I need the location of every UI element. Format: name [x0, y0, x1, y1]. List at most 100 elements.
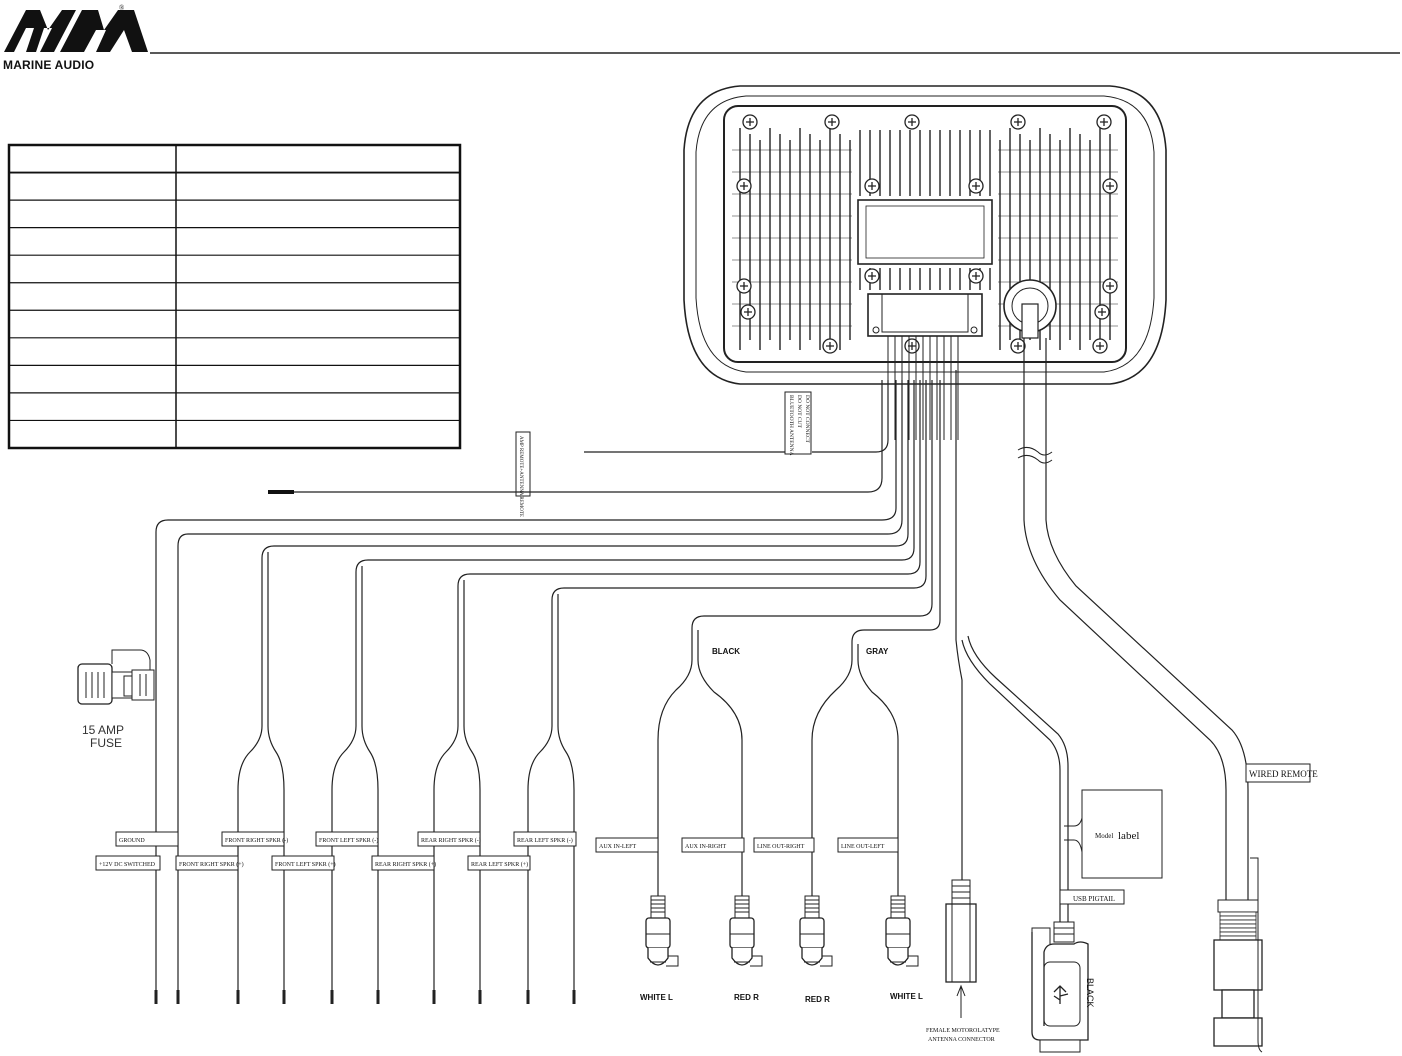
wire-color-table: [7, 143, 462, 450]
white-l-label-1: WHITE L: [640, 993, 673, 1002]
antenna-connector: FEMALE MOTOROLATYPE ANTENNA CONNECTOR: [926, 370, 1000, 1043]
wire-tag-label: FRONT LEFT SPKR (-): [319, 837, 378, 844]
red-r-label-2: RED R: [805, 995, 830, 1004]
svg-text:USB PIGTAIL: USB PIGTAIL: [1073, 895, 1115, 903]
power-wire: [177, 380, 903, 1004]
screw-slot: [1014, 342, 1022, 350]
wire-tag-label: LINE OUT-RIGHT: [757, 844, 805, 850]
wire-tag-label: FRONT RIGHT SPKR (-): [225, 837, 288, 844]
svg-text:BLACK: BLACK: [1085, 978, 1095, 1008]
wire-tag: [753, 837, 815, 853]
wire-tag-label: REAR LEFT SPKR (-): [517, 837, 573, 844]
speaker-neg-wire: [331, 380, 915, 1004]
rca-plug: [801, 948, 823, 966]
model-label-box: Model label: [1064, 789, 1163, 879]
amp-remote-wire: [294, 380, 883, 493]
logo-text: MARINE AUDIO: [3, 58, 94, 72]
rca-cap-strap: [750, 955, 763, 967]
remote-rib: [1219, 919, 1257, 925]
screw-slot: [746, 118, 754, 126]
rca-cap-strap: [820, 955, 833, 967]
red-r-label-1: RED R: [734, 993, 759, 1002]
speaker-neg-wire: [237, 380, 909, 1004]
rca-line-right-wire: [811, 380, 941, 904]
screw-slot: [972, 182, 980, 190]
svg-text:AMP REMOTE+ANTENNA REMOTE: AMP REMOTE+ANTENNA REMOTE: [518, 436, 523, 517]
remote-rib: [1219, 931, 1257, 937]
speaker-pos-wire: [267, 552, 285, 1004]
wire-tag: [837, 837, 899, 853]
wire-tag: [595, 837, 659, 853]
rca-aux-left-wire: [657, 380, 933, 904]
screw-slot: [740, 182, 748, 190]
marine-audio-logo: ® MARINE AUDIO: [3, 4, 148, 72]
amp-remote-tag: AMP REMOTE+ANTENNA REMOTE: [515, 431, 531, 517]
fuse-holder: 15 AMP FUSE: [77, 649, 155, 750]
svg-text:BLUETOOTH ANTENNA: BLUETOOTH ANTENNA: [788, 395, 794, 456]
rca-aux-right-wire: [697, 630, 743, 904]
rca-strain-relief: [734, 895, 750, 919]
wire-tag: [417, 831, 481, 847]
wire-tag: [513, 831, 577, 847]
wire-tag: [221, 831, 285, 847]
svg-text:WIRED REMOTE: WIRED REMOTE: [1249, 769, 1318, 779]
usb-pigtail: USB PIGTAIL BLACK: [961, 635, 1125, 1053]
white-l-label-2: WHITE L: [890, 992, 923, 1001]
head-unit-back: [683, 85, 1167, 385]
wire-tag: [115, 831, 179, 847]
wire-tag-label: AUX IN-LEFT: [599, 844, 636, 850]
rca-cap-strap: [666, 955, 679, 967]
wire-tag-label: GROUND: [119, 838, 145, 844]
rca-body: [799, 917, 825, 949]
remote-rib: [1219, 911, 1257, 917]
speaker-pos-wire: [463, 580, 481, 1004]
wire-tag-label: FRONT LEFT SPKR (+): [275, 861, 336, 868]
remote-rib: [1219, 915, 1257, 921]
svg-text:DO NOT CUT: DO NOT CUT: [796, 395, 802, 429]
screw-slot: [1098, 308, 1106, 316]
rca-strain-relief: [804, 895, 820, 919]
speaker-neg-wire: [433, 380, 921, 1004]
rca-line-left-wire: [857, 644, 899, 904]
rca-body: [645, 917, 671, 949]
svg-text:FUSE: FUSE: [90, 736, 122, 750]
screw-slot: [1100, 118, 1108, 126]
screw-slot: [740, 282, 748, 290]
wire-tag: [681, 837, 745, 853]
wire-tag-label: LINE OUT-LEFT: [841, 844, 885, 850]
rca-body: [885, 917, 911, 949]
screw-slot: [1096, 342, 1104, 350]
svg-text:FEMALE MOTOROLATYPE: FEMALE MOTOROLATYPE: [926, 1028, 1000, 1034]
remote-rib: [1219, 923, 1257, 929]
speaker-neg-wire: [527, 380, 927, 1004]
wire-tag: [95, 855, 161, 871]
bt-antenna-wire: [812, 380, 889, 453]
registered-mark: ®: [119, 4, 125, 12]
svg-text:15 AMP: 15 AMP: [82, 723, 124, 737]
rca-plug: [731, 948, 753, 966]
wire-tag-label: REAR RIGHT SPKR (+): [375, 861, 436, 868]
wire-tag: [271, 855, 335, 871]
screw-slot: [868, 272, 876, 280]
screw-slot: [744, 308, 752, 316]
remote-rib: [1219, 927, 1257, 933]
screw-slot: [972, 272, 980, 280]
svg-text:label: label: [1118, 830, 1139, 842]
screw-slot: [826, 342, 834, 350]
speaker-pos-wire: [361, 566, 379, 1004]
wire-tag: [175, 855, 239, 871]
rca-cap-strap: [906, 955, 919, 967]
rca-plug: [647, 948, 669, 966]
wire-tag-label: AUX IN-RIGHT: [685, 844, 726, 850]
svg-text:DO NOT CONNECT: DO NOT CONNECT: [804, 395, 810, 444]
wire-tag: [467, 855, 531, 871]
screw-slot: [908, 118, 916, 126]
bluetooth-antenna-tag: BLUETOOTH ANTENNA DO NOT CUT DO NOT CONN…: [784, 391, 812, 456]
wire-tag-label: +12V DC SWITCHED: [99, 862, 156, 868]
rca-body: [729, 917, 755, 949]
ground-wire: [155, 380, 897, 1004]
rca-plug: [887, 948, 909, 966]
screw-slot: [1106, 282, 1114, 290]
wire-tag: [371, 855, 435, 871]
